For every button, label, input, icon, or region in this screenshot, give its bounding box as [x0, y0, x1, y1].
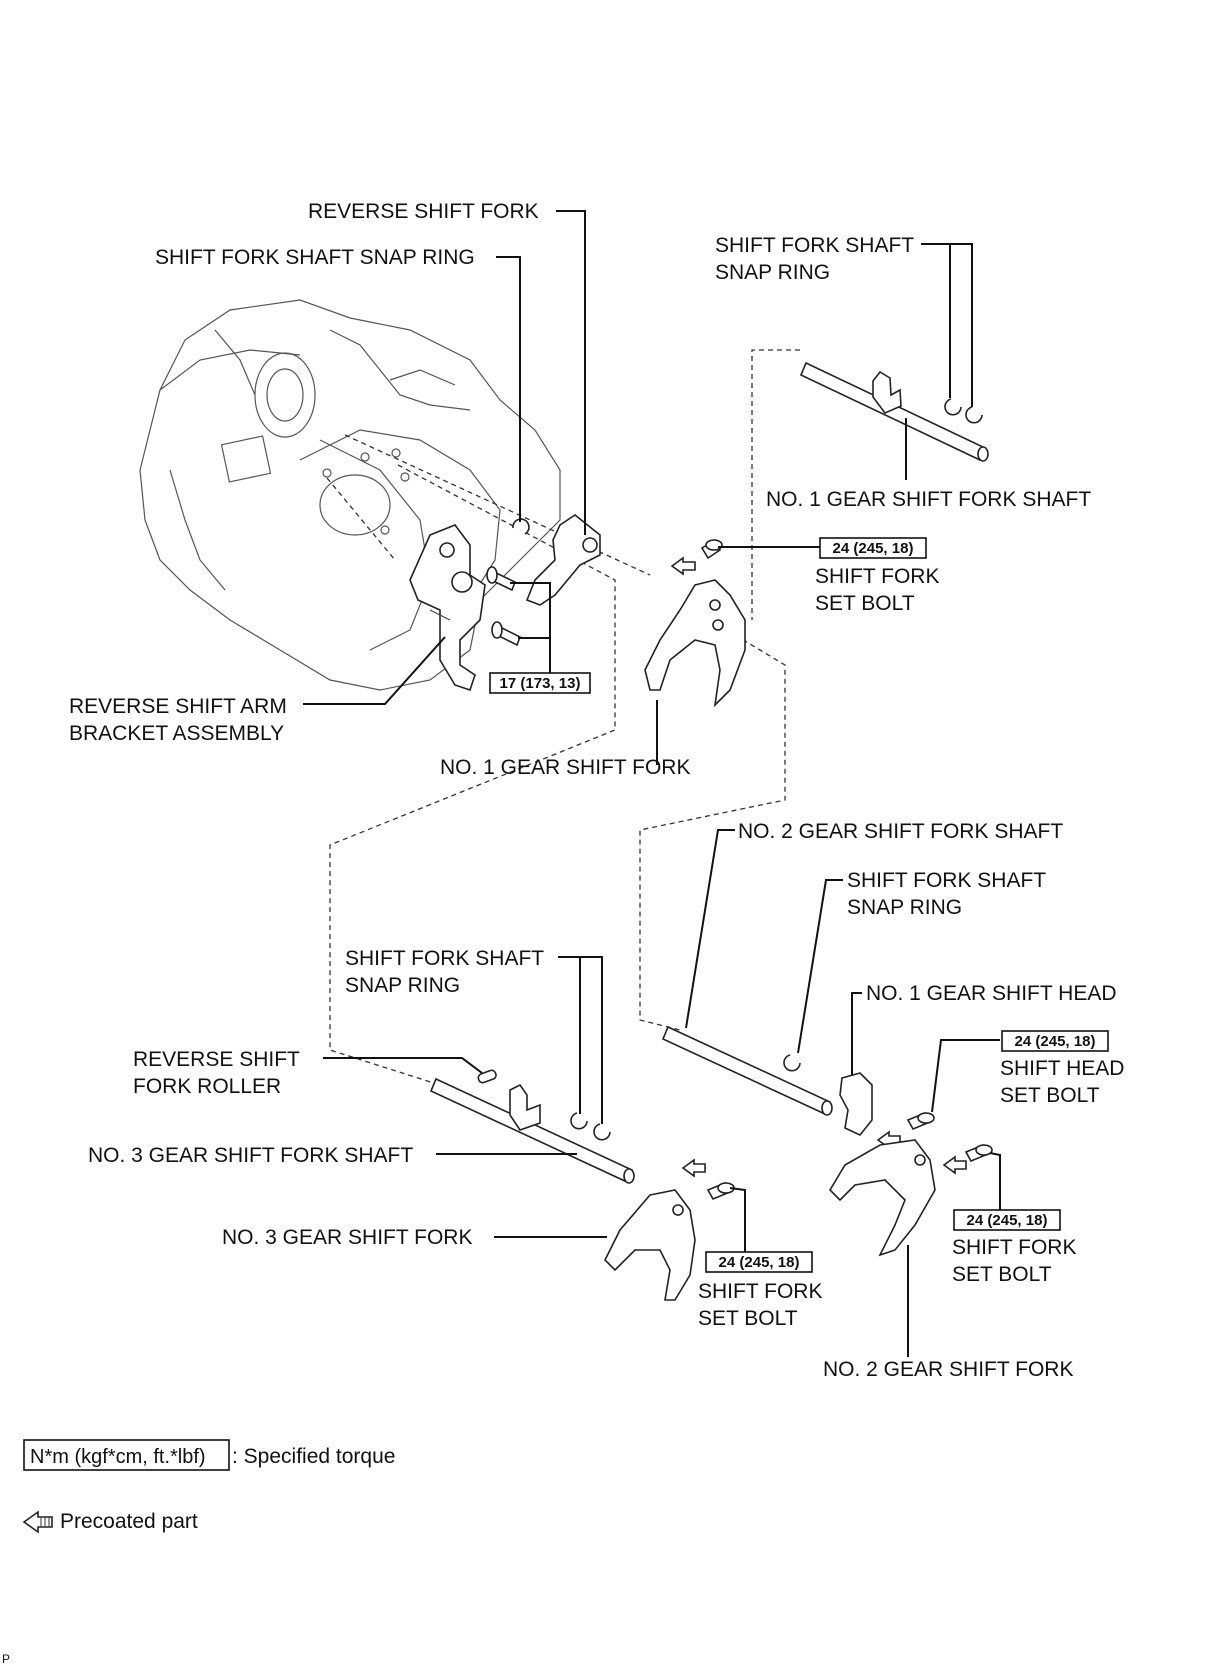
legend-torque-unit: N*m (kgf*cm, ft.*lbf) — [30, 1446, 206, 1468]
shift-fork-set-bolt-top — [700, 538, 723, 560]
no3-gear-shift-fork-shaft — [429, 1077, 635, 1184]
leader-lines — [303, 210, 1001, 1357]
label-shift-fork-set-bolt-br-2: SET BOLT — [952, 1263, 1052, 1286]
label-snap-ring-top-right-1: SHIFT FORK SHAFT — [715, 234, 914, 257]
legend: N*m (kgf*cm, ft.*lbf) : Specified torque… — [22, 1439, 395, 1534]
torque-box-shift-fork-set-bolt-br: 24 (245, 18) — [953, 1209, 1061, 1231]
torque-box-shift-head-set-bolt: 24 (245, 18) — [1001, 1030, 1109, 1052]
snap-rings-top-right — [944, 398, 983, 424]
no1-gear-shift-head — [839, 1072, 873, 1136]
legend-precoat: Precoated part — [22, 1510, 198, 1534]
svg-text:24 (245, 18): 24 (245, 18) — [833, 540, 914, 557]
legend-torque-desc: : Specified torque — [232, 1445, 395, 1468]
svg-text:24 (245, 18): 24 (245, 18) — [719, 1254, 800, 1271]
snap-ring-top-left — [512, 518, 530, 535]
transaxle-case-illustration — [139, 299, 561, 691]
legend-torque: N*m (kgf*cm, ft.*lbf) : Specified torque — [23, 1439, 395, 1471]
torque-box-shift-fork-set-bolt-top: 24 (245, 18) — [819, 537, 927, 559]
label-snap-ring-mid-left-2: SNAP RING — [345, 974, 460, 997]
label-no3-fork: NO. 3 GEAR SHIFT FORK — [222, 1226, 472, 1249]
label-no3-fork-shaft: NO. 3 GEAR SHIFT FORK SHAFT — [88, 1144, 413, 1167]
no2-gear-shift-fork-shaft — [661, 1025, 833, 1116]
label-reverse-arm-bracket-2: BRACKET ASSEMBLY — [69, 722, 284, 745]
label-no1-shift-head: NO. 1 GEAR SHIFT HEAD — [866, 982, 1117, 1005]
snap-ring-mid-right — [783, 1054, 801, 1072]
svg-text:17 (173, 13): 17 (173, 13) — [500, 675, 581, 692]
svg-text:24 (245, 18): 24 (245, 18) — [967, 1212, 1048, 1229]
label-snap-ring-top-right-2: SNAP RING — [715, 261, 830, 284]
label-reverse-fork-roller-1: REVERSE SHIFT — [133, 1048, 300, 1071]
reverse-shift-fork — [525, 514, 601, 606]
shift-fork-set-bolt-bl — [681, 1158, 735, 1201]
snap-rings-mid-left — [570, 1112, 611, 1141]
bracket-bolts — [486, 566, 522, 647]
label-no1-fork-shaft: NO. 1 GEAR SHIFT FORK SHAFT — [766, 488, 1091, 511]
no1-gear-shift-fork-shaft — [799, 361, 989, 462]
label-reverse-fork-roller-2: FORK ROLLER — [133, 1075, 281, 1098]
label-shift-fork-set-bolt-top-2: SET BOLT — [815, 592, 915, 615]
label-shift-fork-set-bolt-br-1: SHIFT FORK — [952, 1236, 1076, 1259]
label-reverse-shift-fork: REVERSE SHIFT FORK — [308, 200, 539, 223]
label-shift-fork-set-bolt-bl-2: SET BOLT — [698, 1307, 798, 1330]
label-shift-head-set-bolt-2: SET BOLT — [1000, 1084, 1100, 1107]
label-shift-fork-set-bolt-bl-1: SHIFT FORK — [698, 1280, 822, 1303]
no2-gear-shift-fork — [828, 1139, 936, 1257]
footer-code: P — [2, 1652, 10, 1666]
torque-spec-boxes: 24 (245, 18) 17 (173, 13) 24 (245, 18) 2… — [489, 537, 1109, 1273]
torque-box-shift-fork-set-bolt-bl: 24 (245, 18) — [705, 1251, 813, 1273]
label-no2-fork-shaft: NO. 2 GEAR SHIFT FORK SHAFT — [738, 820, 1063, 843]
svg-text:24 (245, 18): 24 (245, 18) — [1015, 1033, 1096, 1050]
label-snap-ring-mid-right-2: SNAP RING — [847, 896, 962, 919]
no1-gear-shift-fork — [644, 579, 746, 708]
precoat-arrow-icon — [670, 556, 696, 576]
part-labels: REVERSE SHIFT FORK SHIFT FORK SHAFT SNAP… — [69, 200, 1124, 1381]
label-reverse-arm-bracket-1: REVERSE SHIFT ARM — [69, 695, 287, 718]
label-shift-fork-set-bolt-top-1: SHIFT FORK — [815, 565, 939, 588]
reverse-shift-fork-roller — [477, 1069, 497, 1084]
label-no2-fork: NO. 2 GEAR SHIFT FORK — [823, 1358, 1073, 1381]
label-snap-ring-mid-left-1: SHIFT FORK SHAFT — [345, 947, 544, 970]
label-no1-fork: NO. 1 GEAR SHIFT FORK — [440, 756, 690, 779]
shift-fork-set-bolt-br — [942, 1143, 993, 1175]
label-snap-ring-mid-right-1: SHIFT FORK SHAFT — [847, 869, 1046, 892]
no3-gear-shift-fork — [604, 1189, 696, 1301]
label-snap-ring-top-left: SHIFT FORK SHAFT SNAP RING — [155, 246, 475, 269]
label-shift-head-set-bolt-1: SHIFT HEAD — [1000, 1057, 1124, 1080]
legend-precoat-desc: Precoated part — [60, 1510, 198, 1533]
precoat-arrow-icon — [22, 1510, 53, 1534]
reverse-shift-arm-bracket-assembly — [409, 524, 486, 692]
torque-box-bracket-bolts: 17 (173, 13) — [489, 672, 591, 694]
